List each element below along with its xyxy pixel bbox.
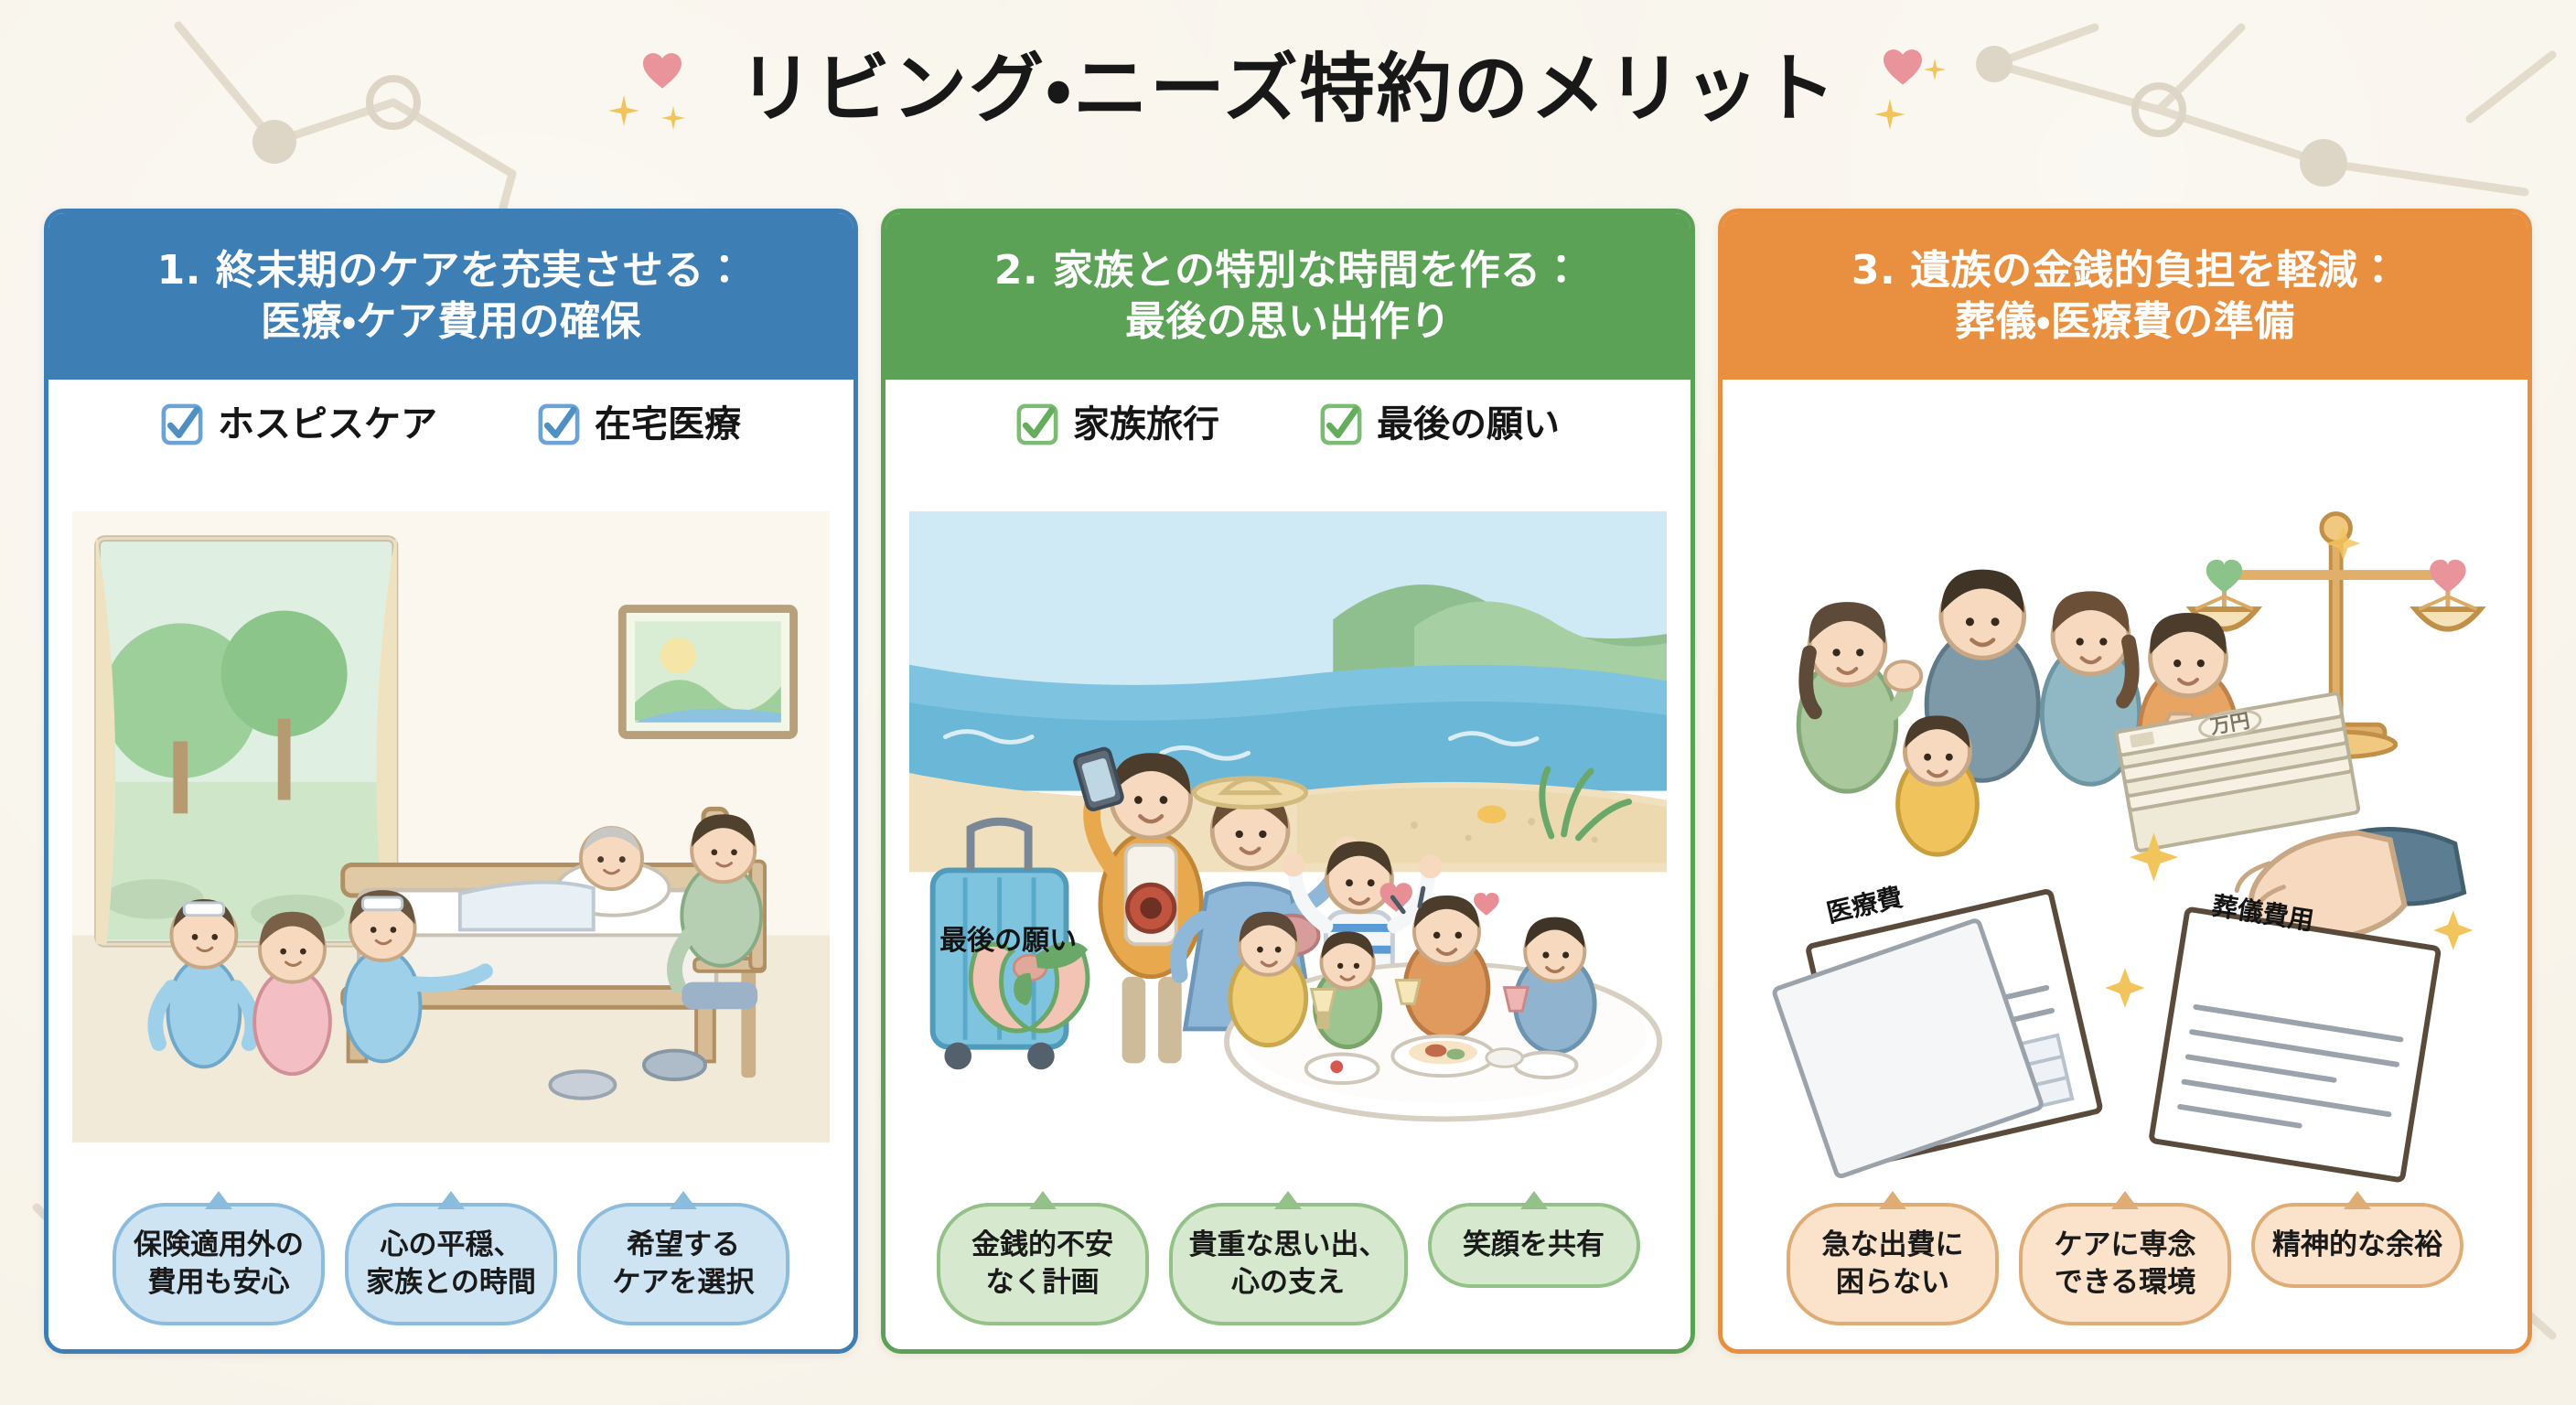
title-decor-left bbox=[605, 35, 714, 145]
panel-1-benefit-pills: 保険適用外の 費用も安心 心の平穏、 家族との時間 希望する ケアを選択 bbox=[48, 1191, 853, 1349]
panel-terminal-care[interactable]: 1. 終末期のケアを充実させる： 医療・ケア費用の確保 ホスピスケア 在宅医療 bbox=[44, 209, 858, 1354]
last-wish-caption: 最後の願い bbox=[939, 925, 1078, 958]
checklist-label: 在宅医療 bbox=[595, 403, 741, 445]
benefit-panels: 1. 終末期のケアを充実させる： 医療・ケア費用の確保 ホスピスケア 在宅医療 bbox=[0, 209, 2576, 1370]
checkbox-checked-icon[interactable] bbox=[161, 403, 203, 445]
panel-1-checklist: ホスピスケア 在宅医療 bbox=[48, 380, 853, 458]
panel-3-header-line2: 葬儀・医療費の準備 bbox=[1955, 298, 2295, 345]
panel-3-header-line1: 3. 遺族の金銭的負担を軽減： bbox=[1851, 246, 2399, 294]
panel-2-benefit-pills: 金銭的不安 なく計画 貴重な思い出、 心の支え 笑顔を共有 bbox=[886, 1191, 1690, 1349]
benefit-pill[interactable]: ケアに専念 できる環境 bbox=[2019, 1191, 2231, 1325]
checkbox-checked-icon[interactable] bbox=[1320, 403, 1362, 445]
pill-line1: 精神的な余裕 bbox=[2272, 1228, 2442, 1262]
pill-line1: 心の平穏、 bbox=[380, 1228, 522, 1262]
pill-line1: 金銭的不安 bbox=[971, 1228, 1113, 1262]
pill-line1: 貴重な思い出、 bbox=[1188, 1228, 1388, 1262]
pill-line2: ケアを選択 bbox=[612, 1266, 755, 1300]
panel-1-header-line2: 医療・ケア費用の確保 bbox=[261, 298, 641, 345]
benefit-pill[interactable]: 貴重な思い出、 心の支え bbox=[1168, 1191, 1408, 1325]
checklist-label: ホスピスケア bbox=[218, 403, 437, 445]
pill-tail bbox=[2111, 1191, 2139, 1210]
title-decor-right bbox=[1862, 35, 1971, 145]
panel-3-benefit-pills: 急な出費に 困らない ケアに専念 できる環境 精神的な余裕 bbox=[1723, 1191, 2528, 1349]
panel-2-header-line2: 最後の思い出作り bbox=[1125, 298, 1451, 345]
heart-icon bbox=[641, 51, 683, 90]
sparkle-icon bbox=[1873, 99, 1905, 130]
panel-financial-burden[interactable]: 3. 遺族の金銭的負担を軽減： 葬儀・医療費の準備 bbox=[1718, 209, 2532, 1354]
panel-3-body: 万円 bbox=[1723, 380, 2528, 1349]
checklist-item[interactable]: 在宅医療 bbox=[538, 403, 741, 445]
pill-line2: 家族との時間 bbox=[366, 1266, 536, 1300]
checklist-item[interactable]: 最後の願い bbox=[1320, 403, 1560, 445]
checklist-label: 家族旅行 bbox=[1073, 403, 1219, 445]
hospice-bedside-family-illustration bbox=[72, 464, 830, 1190]
pill-line1: ケアに専念 bbox=[2054, 1228, 2196, 1262]
benefit-pill[interactable]: 心の平穏、 家族との時間 bbox=[345, 1191, 557, 1325]
page-title-bar: リビング・ニーズ特約のメリット bbox=[0, 0, 2576, 179]
page-title: リビング・ニーズ特約のメリット bbox=[738, 46, 1838, 133]
family-money-scale-documents-illustration: 万円 bbox=[1746, 400, 2504, 1190]
benefit-pill[interactable]: 笑顔を共有 bbox=[1427, 1191, 1640, 1289]
benefit-pill[interactable]: 急な出費に 困らない bbox=[1787, 1191, 1999, 1325]
sparkle-icon bbox=[608, 95, 640, 126]
panel-family-time[interactable]: 2. 家族との特別な時間を作る： 最後の思い出作り 家族旅行 最後の願い bbox=[881, 209, 1695, 1354]
benefit-pill[interactable]: 精神的な余裕 bbox=[2251, 1191, 2463, 1289]
panel-3-header: 3. 遺族の金銭的負担を軽減： 葬儀・医療費の準備 bbox=[1723, 213, 2528, 380]
panel-2-body: 家族旅行 最後の願い bbox=[886, 380, 1690, 1349]
pill-line1: 希望する bbox=[627, 1228, 740, 1262]
benefit-pill[interactable]: 希望する ケアを選択 bbox=[577, 1191, 789, 1325]
panel-2-header: 2. 家族との特別な時間を作る： 最後の思い出作り bbox=[886, 213, 1690, 380]
panel-1-header-line1: 1. 終末期のケアを充実させる： bbox=[156, 246, 746, 294]
checklist-label: 最後の願い bbox=[1377, 403, 1560, 445]
heart-icon bbox=[1882, 48, 1924, 86]
checklist-item[interactable]: 家族旅行 bbox=[1016, 403, 1219, 445]
family-beach-trip-and-dinner-illustration: 最後の願い bbox=[909, 464, 1667, 1190]
panel-2-checklist: 家族旅行 最後の願い bbox=[886, 380, 1690, 458]
panel-1-header: 1. 終末期のケアを充実させる： 医療・ケア費用の確保 bbox=[48, 213, 853, 380]
pill-line2: できる環境 bbox=[2054, 1266, 2196, 1300]
panel-1-body: ホスピスケア 在宅医療 bbox=[48, 380, 853, 1349]
checklist-item[interactable]: ホスピスケア bbox=[161, 403, 437, 445]
sparkle-icon bbox=[1923, 59, 1946, 80]
sparkle-icon bbox=[661, 106, 686, 130]
pill-tail bbox=[437, 1191, 465, 1210]
pill-tail bbox=[1519, 1191, 1548, 1210]
pill-tail bbox=[2344, 1191, 2371, 1210]
pill-line2: なく計画 bbox=[985, 1266, 1100, 1300]
pill-tail bbox=[670, 1191, 697, 1210]
pill-line2: 心の支え bbox=[1231, 1266, 1345, 1300]
pill-line1: 笑顔を共有 bbox=[1463, 1228, 1605, 1262]
pill-line2: 費用も安心 bbox=[147, 1266, 290, 1300]
pill-tail bbox=[1028, 1191, 1057, 1210]
pill-tail bbox=[1274, 1191, 1302, 1210]
pill-line1: 急な出費に bbox=[1821, 1228, 1964, 1262]
benefit-pill[interactable]: 金銭的不安 なく計画 bbox=[936, 1191, 1149, 1325]
pill-tail bbox=[205, 1191, 232, 1210]
panel-2-header-line1: 2. 家族との特別な時間を作る： bbox=[993, 246, 1583, 294]
pill-tail bbox=[1879, 1191, 1906, 1210]
checkbox-checked-icon[interactable] bbox=[538, 403, 580, 445]
pill-line1: 保険適用外の bbox=[134, 1228, 304, 1262]
pill-line2: 困らない bbox=[1836, 1266, 1949, 1300]
checkbox-checked-icon[interactable] bbox=[1016, 403, 1058, 445]
benefit-pill[interactable]: 保険適用外の 費用も安心 bbox=[113, 1191, 325, 1325]
